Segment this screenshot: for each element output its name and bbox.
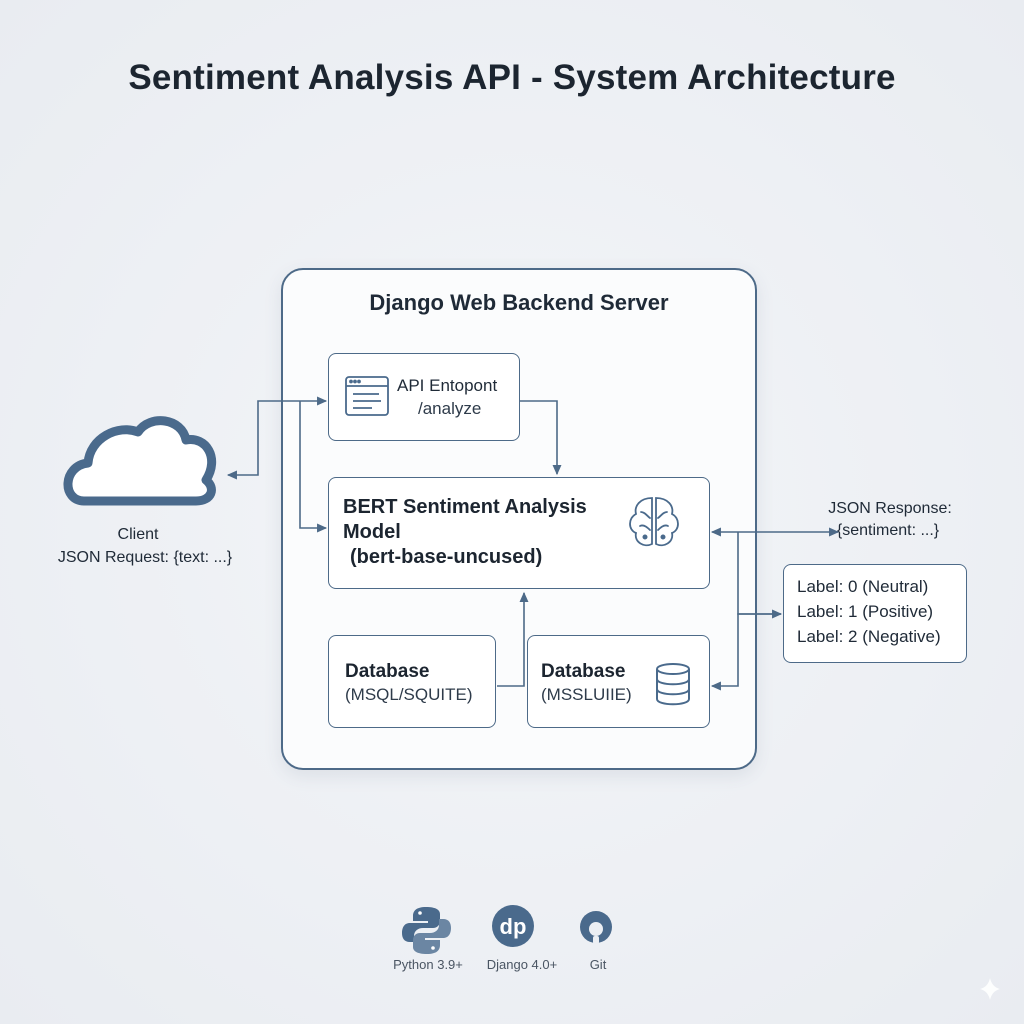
database-model-connector [497,591,529,687]
sparkle-icon [980,978,1000,1000]
label-negative: Label: 2 (Negative) [797,627,941,646]
sentiment-labels-box [783,564,967,663]
model-name-line1: BERT Sentiment Analysis [343,496,587,518]
endpoint-path: /analyze [418,399,482,418]
response-body: {sentiment: ...} [836,522,940,539]
client-request: JSON Request: {text: ...} [57,549,233,566]
model-variant: (bert-base-uncused) [350,546,543,568]
database-1-title: Database [345,661,430,682]
database-1-subtitle: (MSQL/SQUITE) [345,685,473,704]
client-model-connector [299,401,328,533]
django-glyph: dp [500,914,527,939]
labels-database-connector [710,613,781,691]
cloud-icon [63,416,216,506]
database-2-title: Database [541,661,626,682]
database-box-2 [527,635,710,728]
api-endpoint-box [328,353,520,441]
client-endpoint-connector [226,396,328,480]
endpoint-title: API Entopont [397,376,498,395]
database-box-1 [328,635,496,728]
python-label: Python 3.9+ [393,957,463,972]
server-title: Django Web Backend Server [369,290,669,315]
client-label: Client [117,526,159,543]
django-label: Django 4.0+ [486,957,558,972]
database-icon [656,663,690,706]
brain-icon [629,497,679,547]
django-icon: dp [492,905,534,947]
bert-model-box [328,477,710,589]
response-label: JSON Response: [828,500,952,517]
python-icon [402,907,451,954]
github-icon [580,911,612,944]
label-positive: Label: 1 (Positive) [797,602,934,621]
model-labels-connector [737,532,783,619]
model-name-line2: Model [343,521,401,543]
diagram-title: Sentiment Analysis API - System Architec… [128,58,896,97]
label-neutral: Label: 0 (Neutral) [797,577,929,596]
database-2-subtitle: (MSSLUIIE) [541,685,632,704]
git-label: Git [589,957,607,972]
endpoint-model-connector [520,400,562,476]
